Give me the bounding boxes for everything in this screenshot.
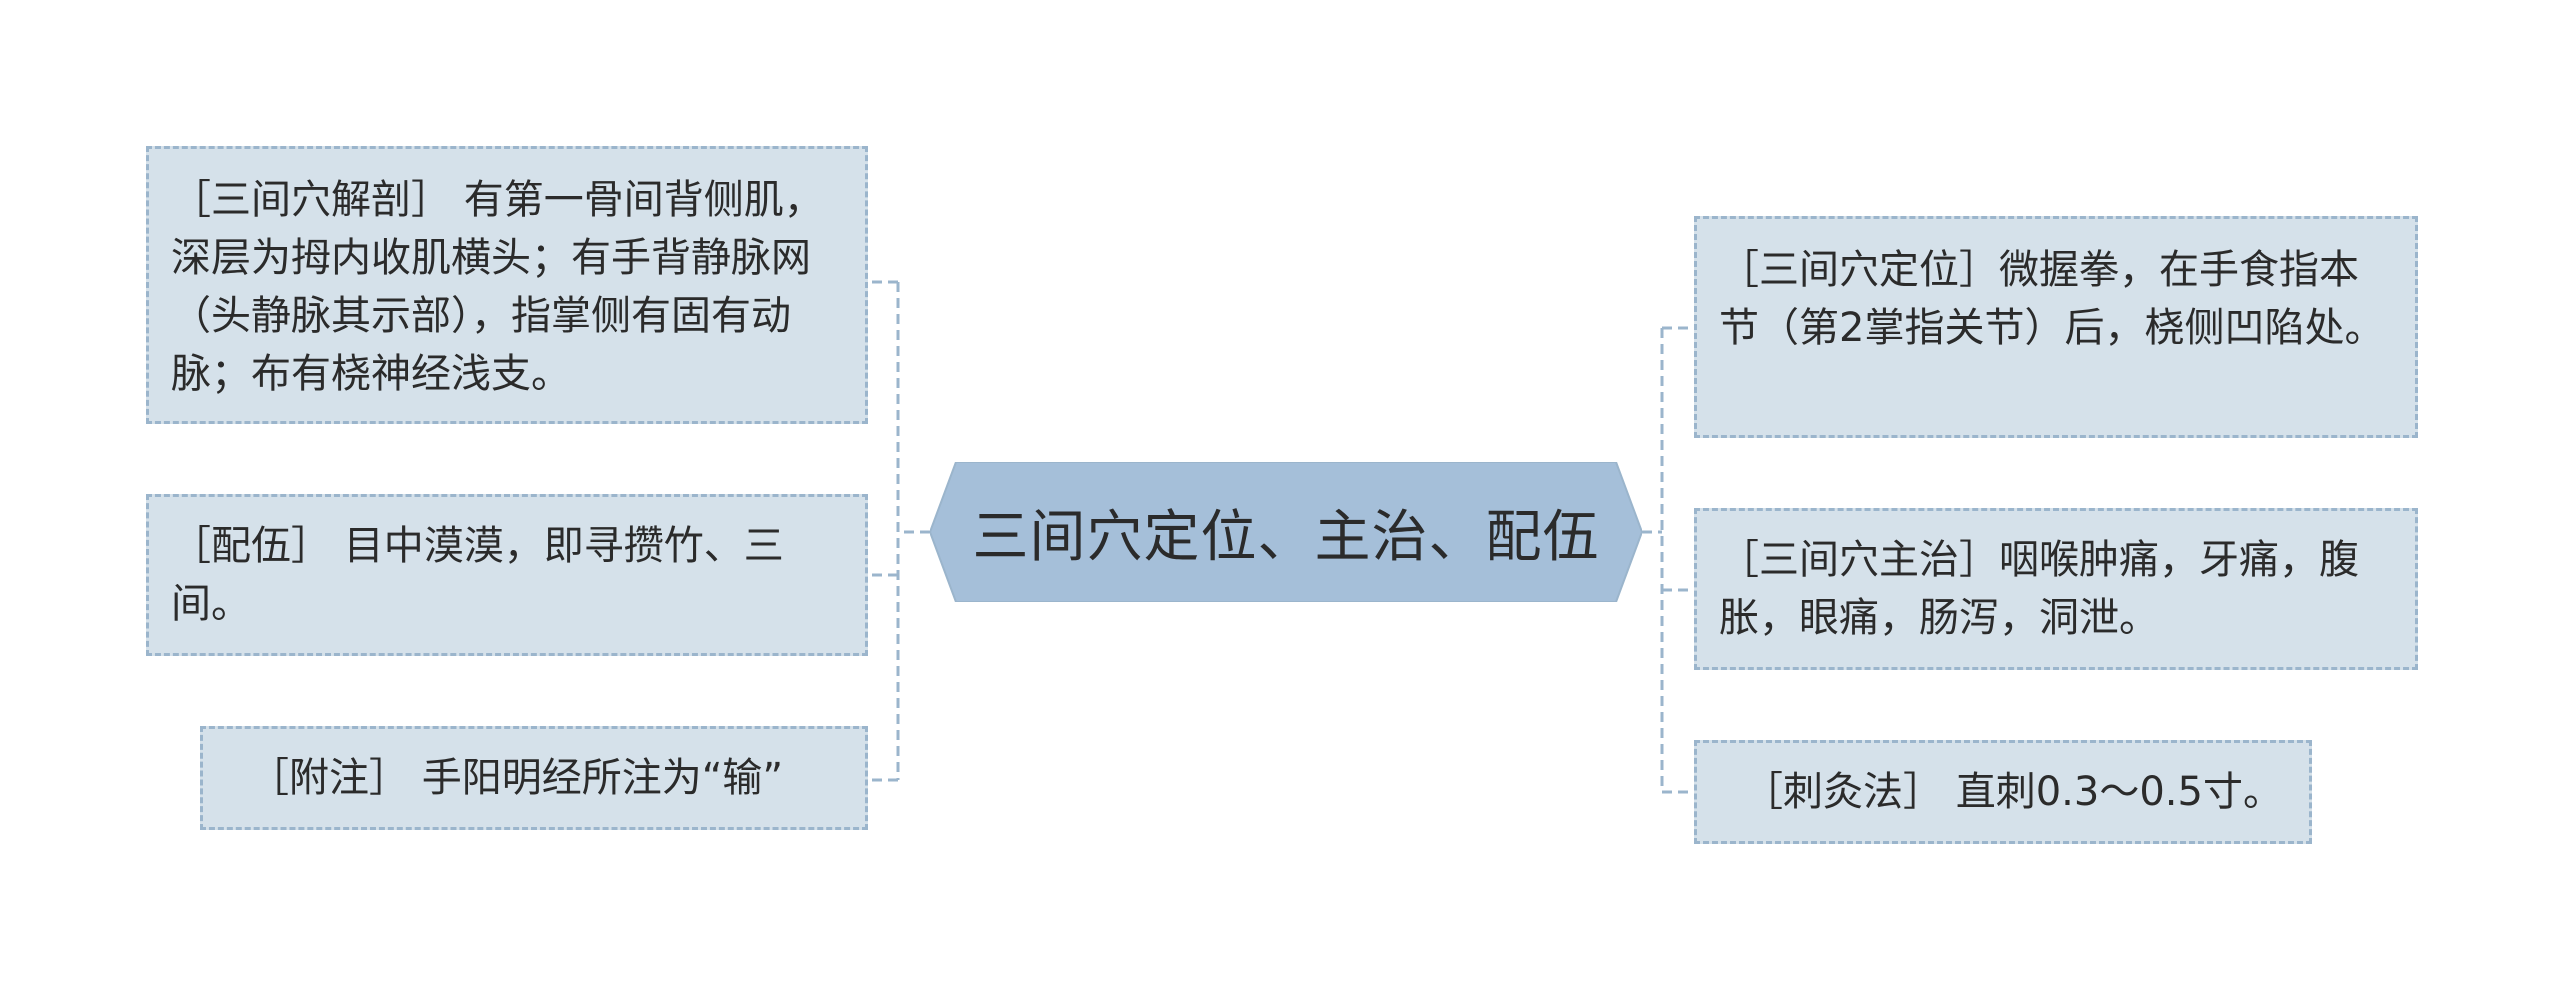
node-indications-text: ［三间穴主治］咽喉肿痛，牙痛，腹胀，眼痛，肠泻，洞泄。 [1719,537,2359,641]
node-anatomy[interactable]: ［三间穴解剖］ 有第一骨间背侧肌，深层为拇内收肌横头；有手背静脉网（头静脉其示部… [146,146,868,424]
node-compatibility-text: ［配伍］ 目中漠漠，即寻攒竹、三间。 [171,523,784,627]
node-compatibility[interactable]: ［配伍］ 目中漠漠，即寻攒竹、三间。 [146,494,868,656]
node-note-text: ［附注］ 手阳明经所注为“输” [249,755,784,801]
node-location-text: ［三间穴定位］微握拳，在手食指本节（第2掌指关节）后，桡侧凹陷处。 [1719,247,2385,351]
node-anatomy-text: ［三间穴解剖］ 有第一骨间背侧肌，深层为拇内收肌横头；有手背静脉网（头静脉其示部… [171,177,824,397]
node-location[interactable]: ［三间穴定位］微握拳，在手食指本节（第2掌指关节）后，桡侧凹陷处。 [1694,216,2418,438]
node-indications[interactable]: ［三间穴主治］咽喉肿痛，牙痛，腹胀，眼痛，肠泻，洞泄。 [1694,508,2418,670]
central-topic[interactable]: 三间穴定位、主治、配伍 [930,462,1642,602]
node-acupuncture-method-text: ［刺灸法］ 直刺0.3～0.5寸。 [1743,769,2283,815]
central-topic-label: 三间穴定位、主治、配伍 [972,504,1600,570]
central-topic-shape [930,462,1642,602]
node-note[interactable]: ［附注］ 手阳明经所注为“输” [200,726,868,830]
node-acupuncture-method[interactable]: ［刺灸法］ 直刺0.3～0.5寸。 [1694,740,2312,844]
